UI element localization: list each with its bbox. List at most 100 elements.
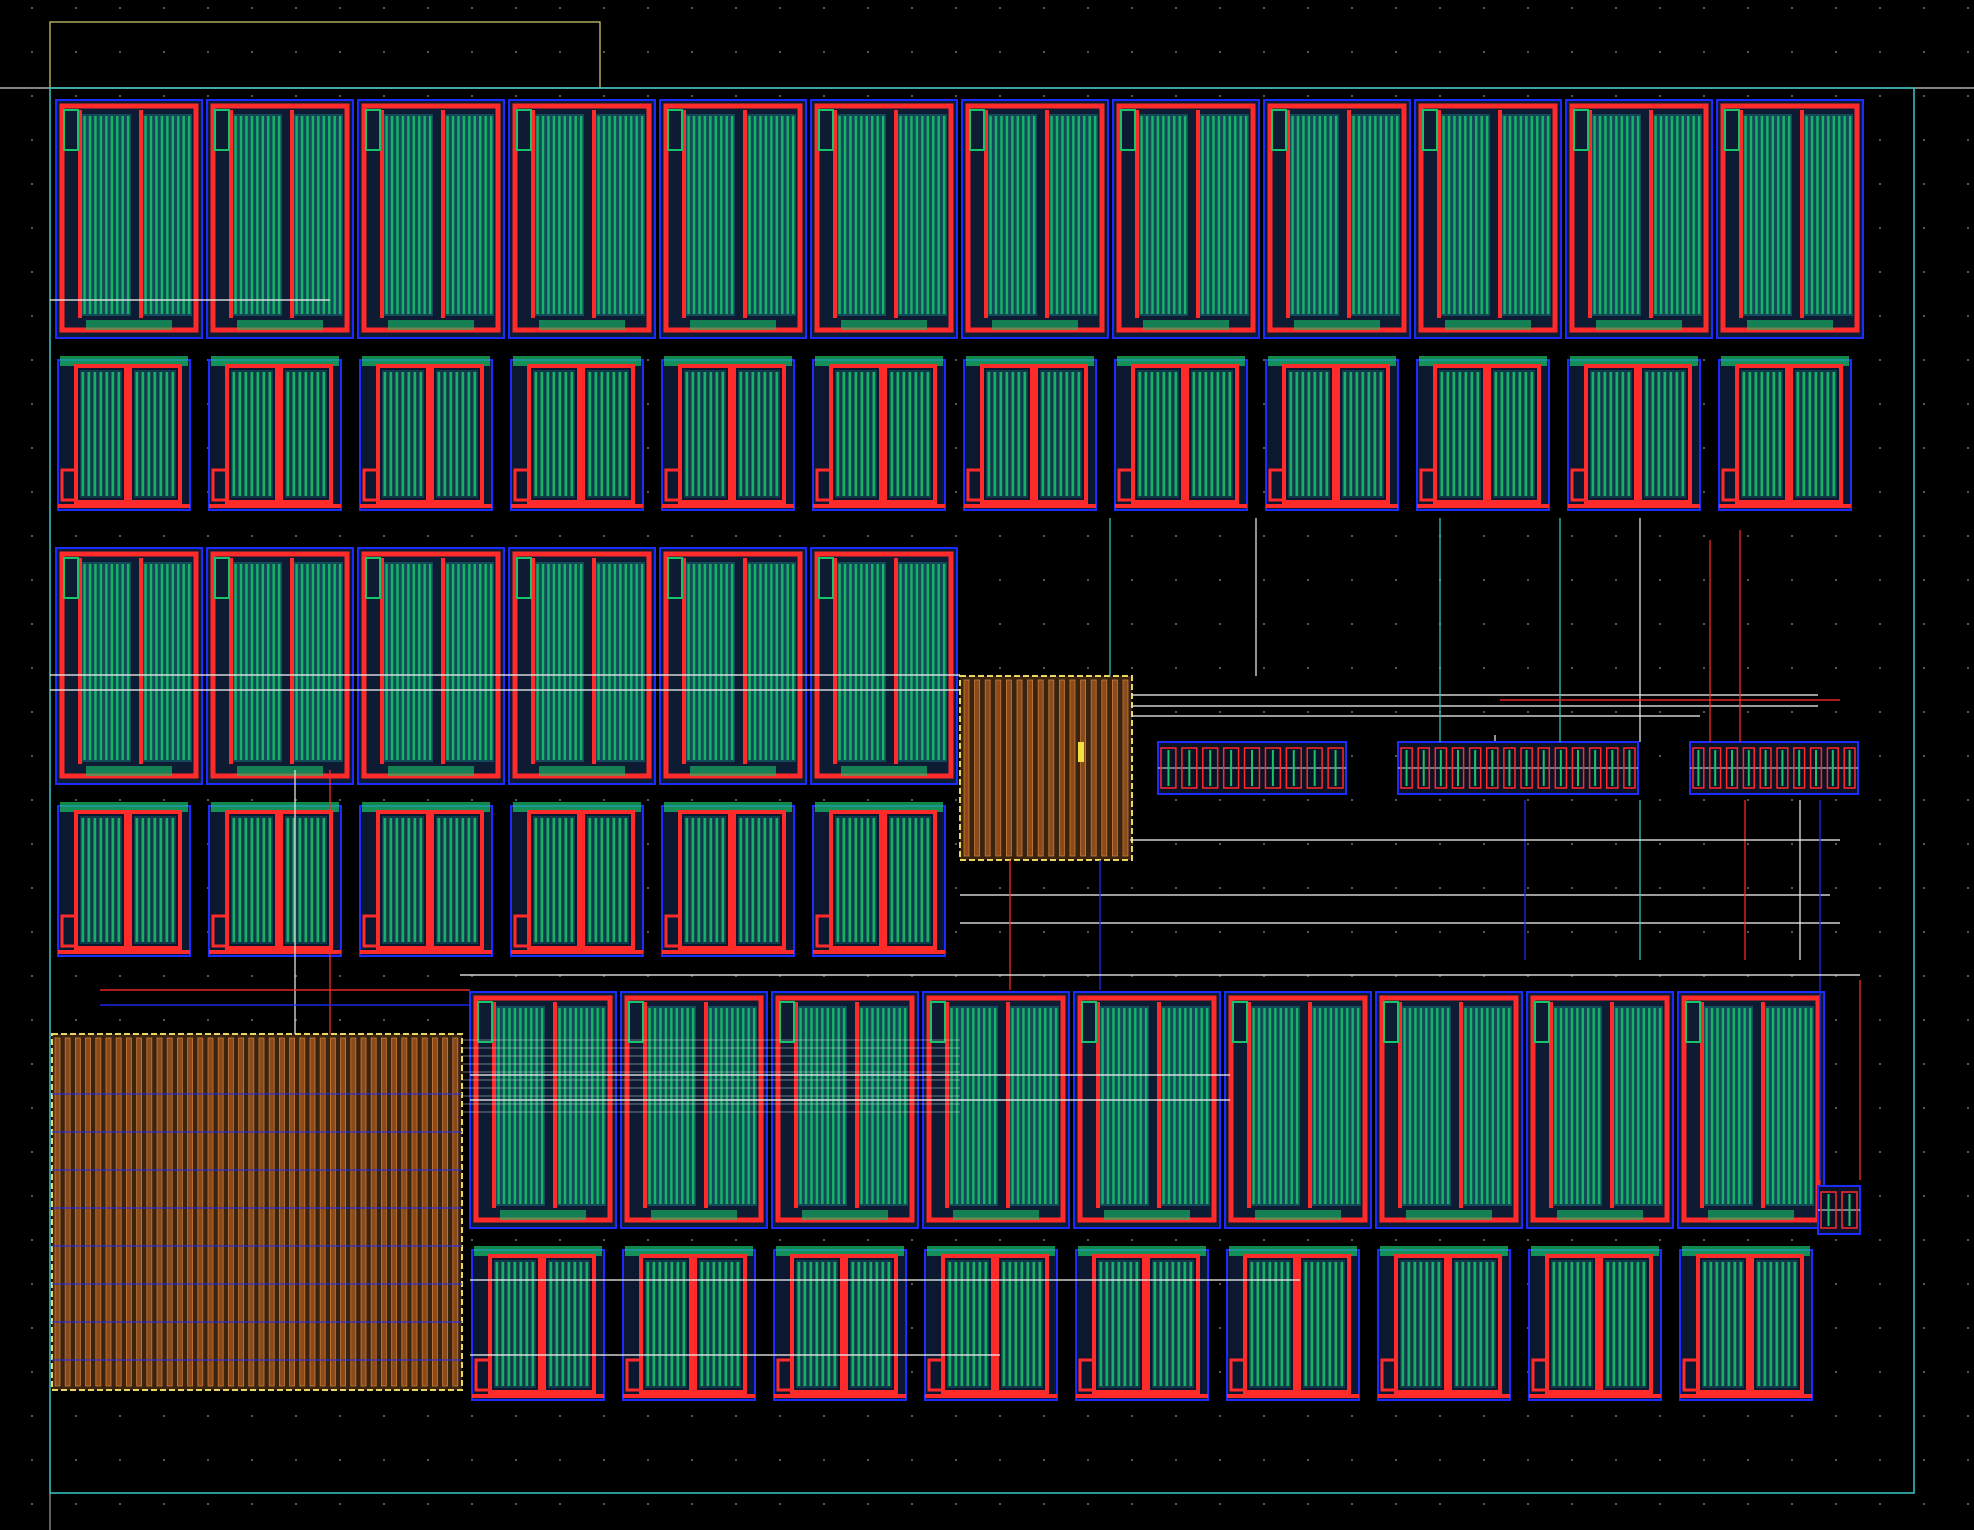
transistor-cell[interactable] [206, 99, 354, 511]
diffusion-finger [1502, 1008, 1505, 1204]
diffusion-finger [1262, 1262, 1266, 1386]
logic-strip-2[interactable] [1397, 741, 1639, 795]
diffusion-finger [954, 1262, 958, 1386]
logic-strips[interactable] [1157, 741, 1861, 1235]
diffusion-finger [245, 116, 248, 314]
transistor-cell[interactable] [1375, 991, 1523, 1401]
diffusion-finger [574, 116, 577, 314]
diffusion-finger [618, 372, 622, 496]
diffusion-finger [110, 116, 114, 314]
transistor-cell[interactable] [469, 991, 617, 1401]
diffusion-finger [763, 818, 767, 942]
diffusion-finger [1452, 372, 1456, 496]
diffusion-finger [588, 818, 592, 942]
transistor-cell[interactable] [620, 991, 768, 1401]
left-cap-array[interactable] [51, 1033, 463, 1391]
transistor-cell[interactable] [508, 99, 656, 511]
center-cap-array[interactable] [959, 675, 1133, 861]
diffusion-finger [540, 372, 544, 496]
transistor-cell[interactable] [508, 547, 656, 957]
bottom-poly-rail [1417, 504, 1549, 508]
diffusion-finger [1663, 372, 1667, 496]
transistor-cell[interactable] [55, 547, 203, 957]
diffusion-finger [942, 564, 946, 760]
transistor-cell[interactable] [961, 99, 1109, 511]
diffusion-finger [718, 1262, 722, 1386]
diffusion-finger [177, 564, 180, 760]
diffusion-finger [836, 372, 840, 496]
cap-finger [1048, 679, 1055, 857]
diffusion-finger [395, 372, 399, 496]
transistor-cell[interactable] [771, 991, 919, 1401]
diffusion-finger [1771, 116, 1775, 314]
transistor-cell[interactable] [1073, 991, 1221, 1401]
transistor-cell[interactable] [1565, 99, 1713, 511]
contact-tap [1380, 1358, 1398, 1392]
logic-finger [1230, 750, 1233, 786]
transistor-cell[interactable] [1112, 99, 1260, 511]
diffusion-finger [1049, 1008, 1052, 1204]
transistor-cell[interactable] [659, 99, 807, 511]
diffusion-finger [171, 116, 175, 314]
poly-gate [732, 810, 786, 950]
poly-gate [678, 364, 732, 504]
diffusion-finger [1385, 116, 1388, 314]
top-strap [60, 802, 188, 812]
poly-finger [1308, 1002, 1312, 1208]
cap-finger [309, 1037, 316, 1387]
diffusion-finger [1503, 116, 1506, 314]
diffusion-finger [685, 372, 689, 496]
diffusion-finger [1716, 1008, 1719, 1204]
transistor-cell[interactable] [1677, 991, 1825, 1401]
transistor-cell[interactable] [810, 99, 958, 511]
transistor-cell[interactable] [659, 547, 807, 957]
diffusion-finger [182, 116, 185, 314]
transistor-cell[interactable] [206, 547, 354, 957]
transistor-cell[interactable] [1716, 99, 1864, 511]
bottom-poly-rail [1266, 504, 1398, 508]
diffusion-finger [467, 372, 471, 496]
diffusion-finger [1334, 1262, 1338, 1386]
bottom-poly-rail [1227, 1394, 1359, 1398]
diffusion-finger [751, 372, 755, 496]
diffusion-finger [1047, 372, 1051, 496]
transistor-cell[interactable] [1224, 991, 1372, 1401]
diffusion-finger [978, 1262, 982, 1386]
diffusion-finger [646, 1262, 650, 1386]
diffusion-finger [413, 818, 417, 942]
logic-strip-3[interactable] [1689, 741, 1859, 795]
transistor-cell[interactable] [55, 99, 203, 511]
transistor-cell[interactable] [1263, 99, 1411, 511]
transistor-cell[interactable] [810, 547, 958, 957]
contact-tap [969, 109, 985, 151]
diffusion-finger [664, 1262, 668, 1386]
diffusion-finger [1295, 1008, 1299, 1204]
capacitor-arrays[interactable] [51, 675, 1133, 1391]
logic-strip-1[interactable] [1157, 741, 1347, 795]
diffusion-finger [461, 818, 465, 942]
diffusion-finger [1105, 1262, 1109, 1386]
contact-tap [513, 468, 531, 502]
transistor-cell[interactable] [1526, 991, 1674, 1401]
diffusion-finger [714, 564, 718, 760]
diffusion-finger [1777, 116, 1780, 314]
diffusion-finger [1757, 1262, 1761, 1386]
transistor-cell[interactable] [357, 99, 505, 511]
diffusion-finger [1597, 1008, 1601, 1204]
diffusion-finger [489, 116, 493, 314]
transistor-cell[interactable] [1414, 99, 1562, 511]
transistor-cell[interactable] [357, 547, 505, 957]
poly-finger [1761, 1002, 1765, 1208]
diffusion-finger [564, 818, 568, 942]
cap-finger [1122, 679, 1129, 857]
logic-strip-small[interactable] [1817, 1185, 1861, 1235]
diffusion-finger [899, 116, 902, 314]
poly-finger [1096, 1002, 1100, 1208]
diffusion-finger [1808, 372, 1812, 496]
transistor-cell[interactable] [922, 991, 1070, 1401]
diffusion-finger [396, 564, 399, 760]
diffusion-finger [1117, 1262, 1121, 1386]
transistor-cells[interactable] [55, 99, 1864, 1401]
